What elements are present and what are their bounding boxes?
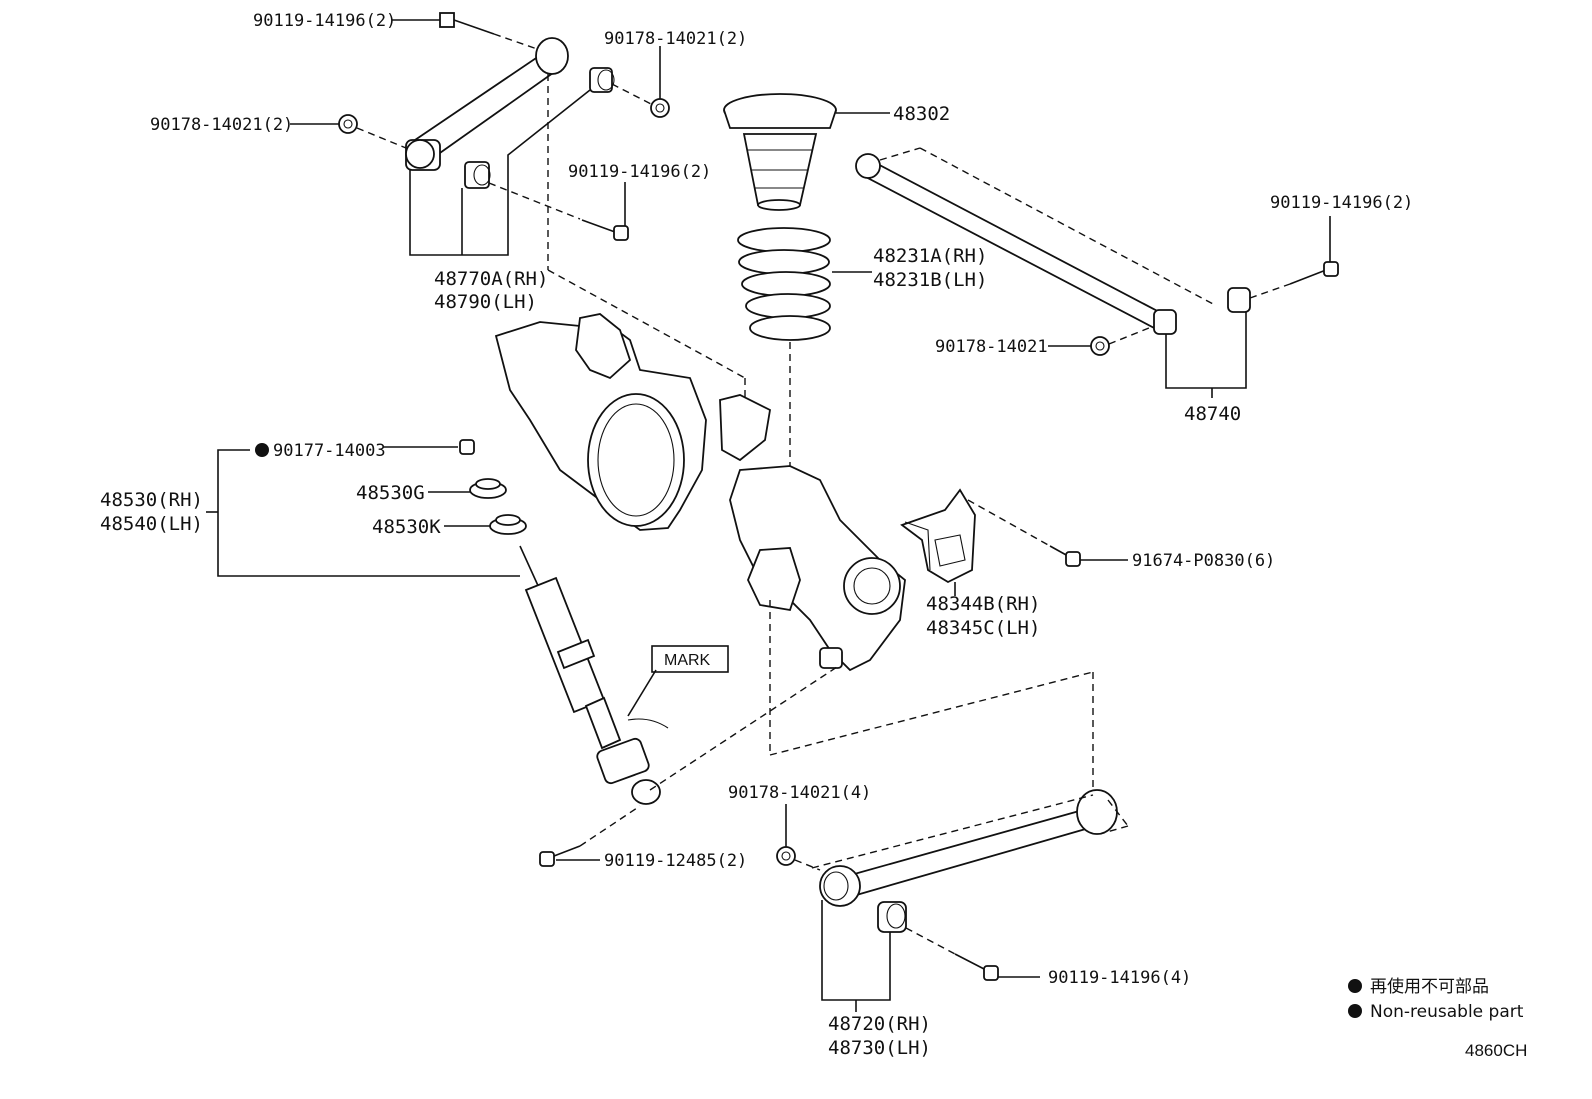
- upper-bolt-mid-icon: [581, 219, 629, 241]
- label-coil-spring-lh: 48231B(LH): [873, 269, 987, 291]
- label-upper-arm-rh: 48770A(RH): [434, 268, 548, 290]
- lower-control-arm: [776, 789, 1129, 1012]
- legend: 再使用不可部品 Non-reusable part: [1348, 976, 1524, 1022]
- lateral-control-rod: [855, 147, 1339, 398]
- label-lateral-rod: 48740: [1184, 403, 1241, 425]
- label-bracket-lh: 48345C(LH): [926, 617, 1040, 639]
- legend-japanese: 再使用不可部品: [1370, 976, 1489, 997]
- label-mark: MARK: [664, 652, 711, 669]
- label-bracket-bolt: 91674-P0830(6): [1132, 551, 1275, 571]
- lower-bolt-icon: [954, 953, 999, 981]
- upper-control-arm: [290, 12, 670, 270]
- label-lower-nut: 90178-14021(4): [728, 783, 871, 803]
- shock-nut-icon: [459, 439, 475, 455]
- label-lateral-nut: 90178-14021: [935, 337, 1048, 357]
- label-shock-nut: 90177-14003: [273, 441, 386, 461]
- label-lateral-bolt: 90119-14196(2): [1270, 193, 1413, 213]
- label-shock-lh: 48540(LH): [100, 513, 203, 535]
- shock-bolt-icon: [539, 845, 581, 867]
- label-shock-bolt: 90119-12485(2): [604, 851, 747, 871]
- label-upper-bolt-mid: 90119-14196(2): [568, 162, 711, 182]
- label-upper-nut-left: 90178-14021(2): [150, 115, 293, 135]
- coil-spring: [737, 227, 872, 470]
- label-cushion-g: 48530G: [356, 482, 425, 504]
- label-cushion-k: 48530K: [372, 516, 441, 538]
- mark-box: [651, 645, 729, 673]
- diagram-code: 4860CH: [1465, 1041, 1527, 1060]
- upper-nut-top-icon: [650, 98, 670, 118]
- label-bump-stopper: 48302: [893, 103, 950, 125]
- label-coil-spring-rh: 48231A(RH): [873, 245, 987, 267]
- bracket-bolt-icon: [1049, 545, 1081, 567]
- legend-english: Non-reusable part: [1370, 1002, 1524, 1022]
- lateral-nut-icon: [1090, 336, 1110, 356]
- legend-dot-icon: [1348, 1004, 1362, 1018]
- label-upper-bolt-top: 90119-14196(2): [253, 11, 396, 31]
- label-shock-rh: 48530(RH): [100, 489, 203, 511]
- label-bracket-rh: 48344B(RH): [926, 593, 1040, 615]
- label-upper-arm-lh: 48790(LH): [434, 291, 537, 313]
- label-lower-bolt: 90119-14196(4): [1048, 968, 1191, 988]
- shock-absorber: [206, 439, 841, 867]
- lateral-bolt-icon: [1289, 261, 1339, 285]
- axle-housing: [494, 269, 1094, 795]
- upper-bolt-top-icon: [439, 12, 495, 35]
- label-lower-arm-rh: 48720(RH): [828, 1013, 931, 1035]
- bump-stopper: [723, 93, 890, 211]
- bracket: [900, 488, 1128, 596]
- legend-dot-icon: [1348, 979, 1362, 993]
- non-reusable-dot-icon: [255, 443, 269, 457]
- cushion-k-icon: [489, 514, 527, 535]
- lower-nut-icon: [776, 846, 796, 866]
- cushion-g-icon: [469, 478, 507, 499]
- upper-nut-left-icon: [338, 114, 358, 134]
- label-lower-arm-lh: 48730(LH): [828, 1037, 931, 1059]
- label-upper-nut-top: 90178-14021(2): [604, 29, 747, 49]
